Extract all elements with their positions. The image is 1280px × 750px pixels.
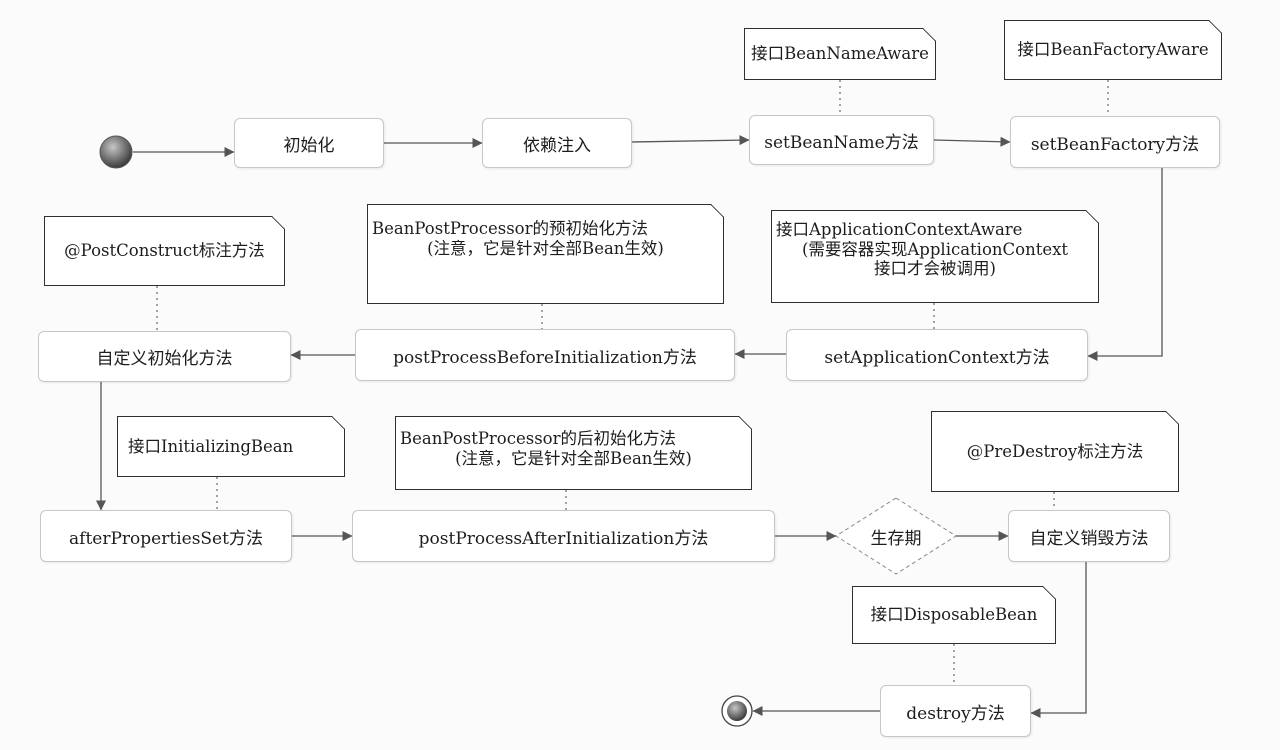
note-disposable-bean: 接口DisposableBean (852, 586, 1056, 644)
node-set-application-context: setApplicationContext方法 (786, 329, 1088, 381)
note-disposable-bean-text: 接口DisposableBean (870, 605, 1038, 625)
edge-setbeanname-setbeanfactory (933, 136, 1011, 147)
note-bean-factory-aware: 接口BeanFactoryAware (1004, 20, 1222, 80)
node-custom-init: 自定义初始化方法 (38, 331, 291, 382)
note-bean-name-aware-text: 接口BeanNameAware (751, 44, 929, 64)
lifetime-decision (835, 497, 957, 575)
start-node (99, 135, 133, 169)
node-after-properties-set: afterPropertiesSet方法 (40, 510, 292, 562)
note-post-construct-text: @PostConstruct标注方法 (64, 241, 265, 261)
note-bpp-after-line1: BeanPostProcessor的后初始化方法 (400, 429, 677, 449)
node-dependency-injection: 依赖注入 (482, 118, 632, 168)
note-post-construct: @PostConstruct标注方法 (44, 216, 285, 286)
edge-di-setbeanname (631, 135, 750, 146)
node-init: 初始化 (234, 118, 384, 168)
note-initializing-bean: 接口InitializingBean (117, 416, 345, 477)
lifetime-label: 生存期 (870, 528, 922, 549)
node-destroy: destroy方法 (880, 685, 1031, 737)
note-bpp-before-line2: (注意，它是针对全部Bean生效) (427, 239, 664, 258)
note-pre-destroy: @PreDestroy标注方法 (931, 411, 1179, 492)
note-bpp-after-line2: (注意，它是针对全部Bean生效) (455, 449, 692, 468)
node-post-process-before-init: postProcessBeforeInitialization方法 (355, 329, 735, 381)
note-bpp-before-line1: BeanPostProcessor的预初始化方法 (372, 219, 649, 239)
edge-customdestroy-destroy (1030, 562, 1087, 718)
edge-setbeanfactory-setappcontext (1087, 168, 1163, 361)
node-post-process-after-init: postProcessAfterInitialization方法 (352, 510, 775, 562)
note-bpp-before: BeanPostProcessor的预初始化方法 (注意，它是针对全部Bean生… (367, 204, 724, 304)
note-bean-factory-aware-text: 接口BeanFactoryAware (1017, 40, 1209, 60)
note-application-context-aware: 接口ApplicationContextAware (需要容器实现Applica… (771, 210, 1099, 303)
note-app-context-aware-line3: 接口才会被调用) (874, 259, 996, 279)
note-app-context-aware-line1: 接口ApplicationContextAware (776, 219, 1023, 239)
note-bpp-after: BeanPostProcessor的后初始化方法 (注意，它是针对全部Bean生… (395, 416, 752, 490)
end-node (721, 695, 753, 727)
node-set-bean-factory: setBeanFactory方法 (1010, 116, 1220, 168)
note-initializing-bean-text: 接口InitializingBean (128, 436, 294, 456)
note-bean-name-aware: 接口BeanNameAware (744, 28, 936, 80)
node-custom-destroy: 自定义销毁方法 (1008, 510, 1170, 562)
note-app-context-aware-line2: (需要容器实现ApplicationContext (801, 239, 1069, 259)
note-pre-destroy-text: @PreDestroy标注方法 (966, 441, 1144, 461)
node-set-bean-name: setBeanName方法 (749, 115, 934, 165)
